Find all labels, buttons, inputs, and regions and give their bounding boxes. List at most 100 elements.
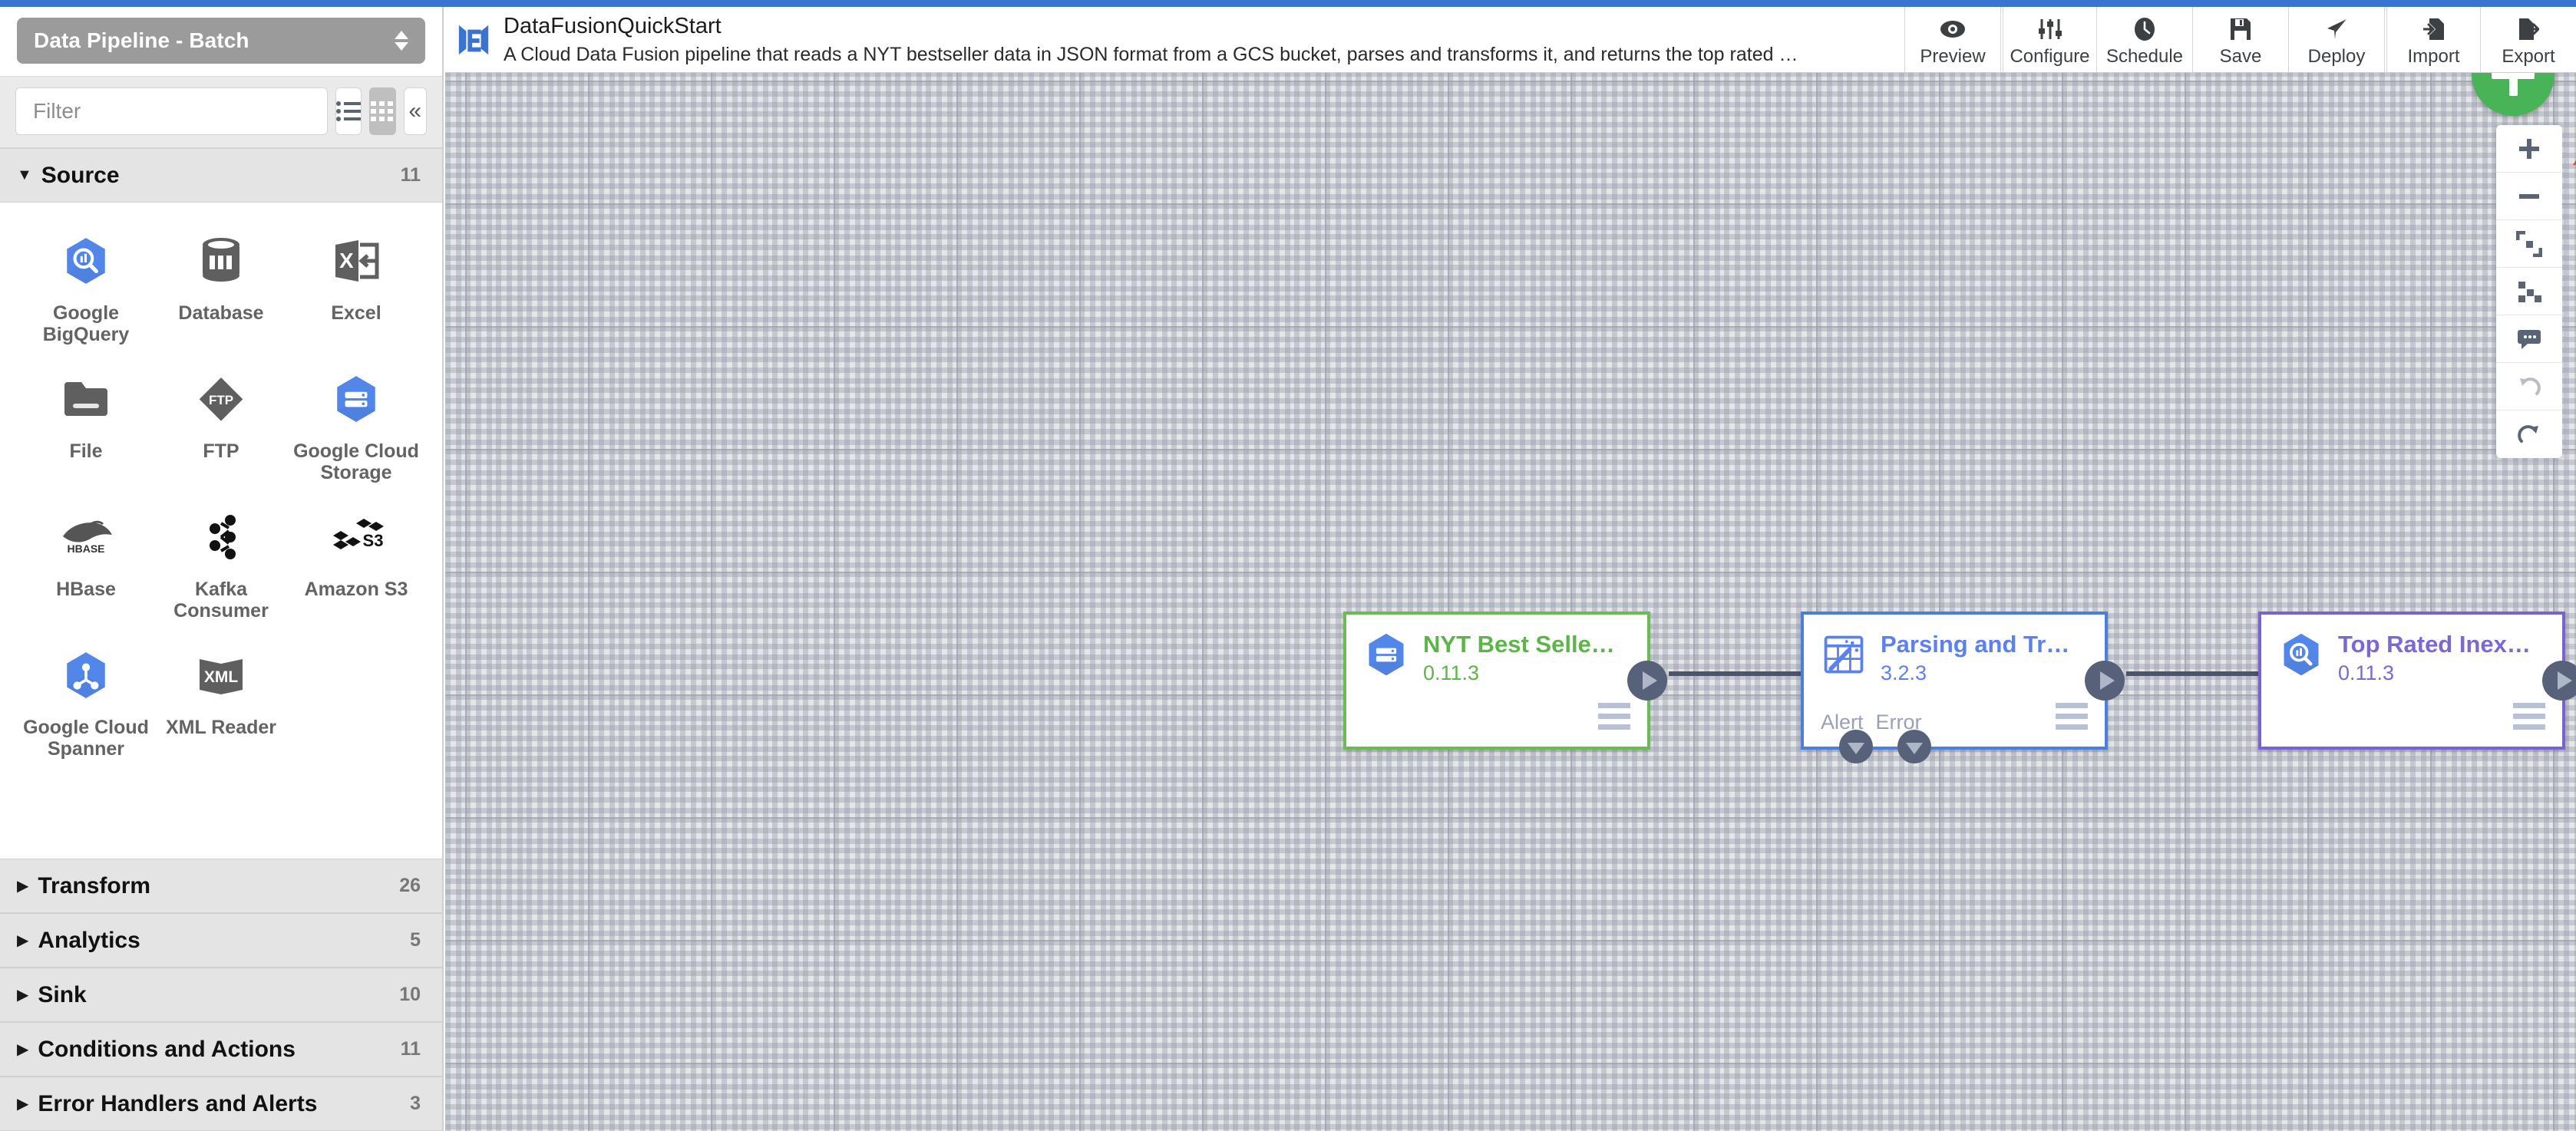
configure-button[interactable]: Configure	[2000, 7, 2096, 72]
plus-icon	[2519, 138, 2539, 159]
zoom-out-button[interactable]	[2496, 173, 2562, 220]
plugin-label: Excel	[331, 302, 381, 324]
grid-view-icon	[371, 101, 394, 121]
collapse-sidebar-button[interactable]: «	[403, 87, 427, 135]
node-name: Parsing and Tr…	[1881, 631, 2070, 658]
sidebar-section-label: Conditions and Actions	[38, 1036, 296, 1062]
sidebar-section-analytics[interactable]: ▶ Analytics 5	[0, 913, 442, 968]
minus-icon	[2519, 193, 2539, 199]
sidebar-section-count: 26	[399, 875, 421, 896]
chevron-right-icon: ▶	[17, 932, 29, 949]
action-label: Configure	[2010, 45, 2090, 67]
grid-view-button[interactable]	[369, 87, 396, 135]
pipeline-canvas[interactable]: NYT Best Selle… 0.11.3	[445, 73, 2576, 1131]
pipeline-type-select[interactable]: Data Pipeline - Batch	[17, 18, 425, 64]
pipeline-description: A Cloud Data Fusion pipeline that reads …	[504, 44, 1808, 66]
plugin-xml-reader[interactable]: XML XML Reader	[154, 643, 289, 773]
plugin-google-cloud-storage[interactable]: Google Cloud Storage	[289, 367, 424, 497]
pipeline-node-source[interactable]: NYT Best Selle… 0.11.3	[1343, 612, 1667, 750]
sidebar-section-count: 11	[400, 164, 421, 186]
pipeline-type-value: Data Pipeline - Batch	[34, 28, 249, 52]
node-menu-button[interactable]	[2056, 703, 2088, 730]
google-bigquery-icon	[61, 232, 111, 290]
node-error-output-port[interactable]	[1897, 730, 1931, 763]
svg-text:FTP: FTP	[209, 393, 233, 407]
plugin-kafka-consumer[interactable]: Kafka Consumer	[154, 505, 289, 635]
node-output-port[interactable]	[2085, 661, 2125, 701]
pipeline-header: DataFusionQuickStart A Cloud Data Fusion…	[445, 7, 2576, 73]
preview-button[interactable]: Preview	[1904, 7, 2000, 72]
node-alert-output-port[interactable]	[1839, 730, 1873, 763]
align-nodes-icon	[2518, 281, 2541, 302]
save-button[interactable]: Save	[2192, 7, 2288, 72]
plugin-ftp[interactable]: FTP FTP	[154, 367, 289, 497]
sidebar-section-label: Source	[41, 162, 120, 188]
chevron-down-icon: ▼	[17, 167, 32, 183]
pipeline-node-sink[interactable]: Top Rated Inex… 0.11.3	[2258, 612, 2576, 750]
sidebar-section-count: 5	[410, 929, 421, 951]
node-output-port[interactable]	[2542, 661, 2576, 701]
excel-icon: X	[332, 232, 380, 290]
plugin-label: FTP	[203, 440, 239, 462]
plugin-amazon-s3[interactable]: S3 Amazon S3	[289, 505, 424, 635]
redo-button[interactable]	[2496, 411, 2562, 458]
database-icon	[198, 232, 244, 290]
node-menu-button[interactable]	[1598, 703, 1630, 730]
top-accent-bar	[0, 0, 2576, 7]
amazon-s3-icon: S3	[327, 508, 385, 566]
chevron-right-icon: ▶	[17, 1096, 29, 1113]
file-folder-icon	[61, 370, 111, 428]
node-header: NYT Best Selle… 0.11.3	[1346, 615, 1647, 685]
sidebar-section-error-handlers-and-alerts[interactable]: ▶ Error Handlers and Alerts 3	[0, 1077, 442, 1131]
schedule-button[interactable]: Schedule	[2096, 7, 2192, 72]
sidebar-section-sink[interactable]: ▶ Sink 10	[0, 968, 442, 1022]
google-bigquery-icon	[2284, 633, 2319, 676]
node-name: Top Rated Inex…	[2338, 631, 2531, 658]
action-label: Save	[2219, 45, 2262, 67]
node-menu-button[interactable]	[2513, 703, 2545, 730]
list-view-button[interactable]	[335, 87, 362, 135]
zoom-in-button[interactable]	[2496, 125, 2562, 173]
chevron-double-left-icon: «	[408, 98, 422, 124]
sidebar-section-count: 3	[410, 1093, 421, 1114]
chevron-right-icon: ▶	[17, 987, 29, 1004]
sidebar-section-transform[interactable]: ▶ Transform 26	[0, 859, 442, 913]
node-output-port[interactable]	[1627, 661, 1667, 701]
fit-to-screen-button[interactable]	[2496, 220, 2562, 268]
plugin-label: XML Reader	[165, 717, 277, 738]
plugin-database[interactable]: Database	[154, 229, 289, 359]
svg-text:XML: XML	[204, 668, 239, 686]
plugin-hbase[interactable]: HBASE HBase	[18, 505, 154, 635]
comment-icon	[2518, 329, 2541, 349]
import-button[interactable]: Import	[2384, 7, 2480, 72]
add-node-fab[interactable]	[2472, 73, 2555, 116]
import-arrow-icon	[2422, 15, 2445, 43]
sidebar-section-count: 11	[400, 1038, 421, 1060]
sidebar-section-conditions-and-actions[interactable]: ▶ Conditions and Actions 11	[0, 1022, 442, 1077]
comments-button[interactable]	[2496, 315, 2562, 363]
sidebar-section-count: 10	[399, 984, 421, 1005]
clock-icon	[2133, 15, 2156, 43]
export-arrow-icon	[2518, 15, 2539, 43]
export-button[interactable]: Export	[2480, 7, 2576, 72]
align-nodes-button[interactable]	[2496, 268, 2562, 315]
pipeline-type-select-wrap: Data Pipeline - Batch	[0, 7, 442, 77]
plugin-excel[interactable]: X Excel	[289, 229, 424, 359]
plugin-google-bigquery[interactable]: Google BigQuery	[18, 229, 154, 359]
wrangler-icon	[1824, 635, 1864, 674]
xml-reader-icon: XML	[197, 646, 246, 704]
sidebar-section-label: Analytics	[38, 927, 140, 953]
undo-button[interactable]	[2496, 363, 2562, 411]
action-label: Export	[2502, 45, 2555, 67]
node-version: 3.2.3	[1881, 661, 1927, 685]
plugin-google-cloud-spanner[interactable]: Google Cloud Spanner	[18, 643, 154, 773]
deploy-button[interactable]: Deploy	[2288, 7, 2384, 72]
sidebar-collapsed-sections: ▶ Transform 26 ▶ Analytics 5 ▶ Sink 10 ▶…	[0, 859, 442, 1131]
plugin-file[interactable]: File	[18, 367, 154, 497]
pipeline-node-transform[interactable]: Parsing and Tr… 3.2.3 Alert Error	[1801, 612, 2125, 763]
action-label: Schedule	[2105, 45, 2184, 67]
sidebar-section-source[interactable]: ▼ Source 11	[0, 148, 442, 203]
sidebar-filter-bar: «	[0, 77, 442, 148]
action-label: Import	[2407, 45, 2460, 67]
search-input[interactable]	[15, 87, 328, 135]
